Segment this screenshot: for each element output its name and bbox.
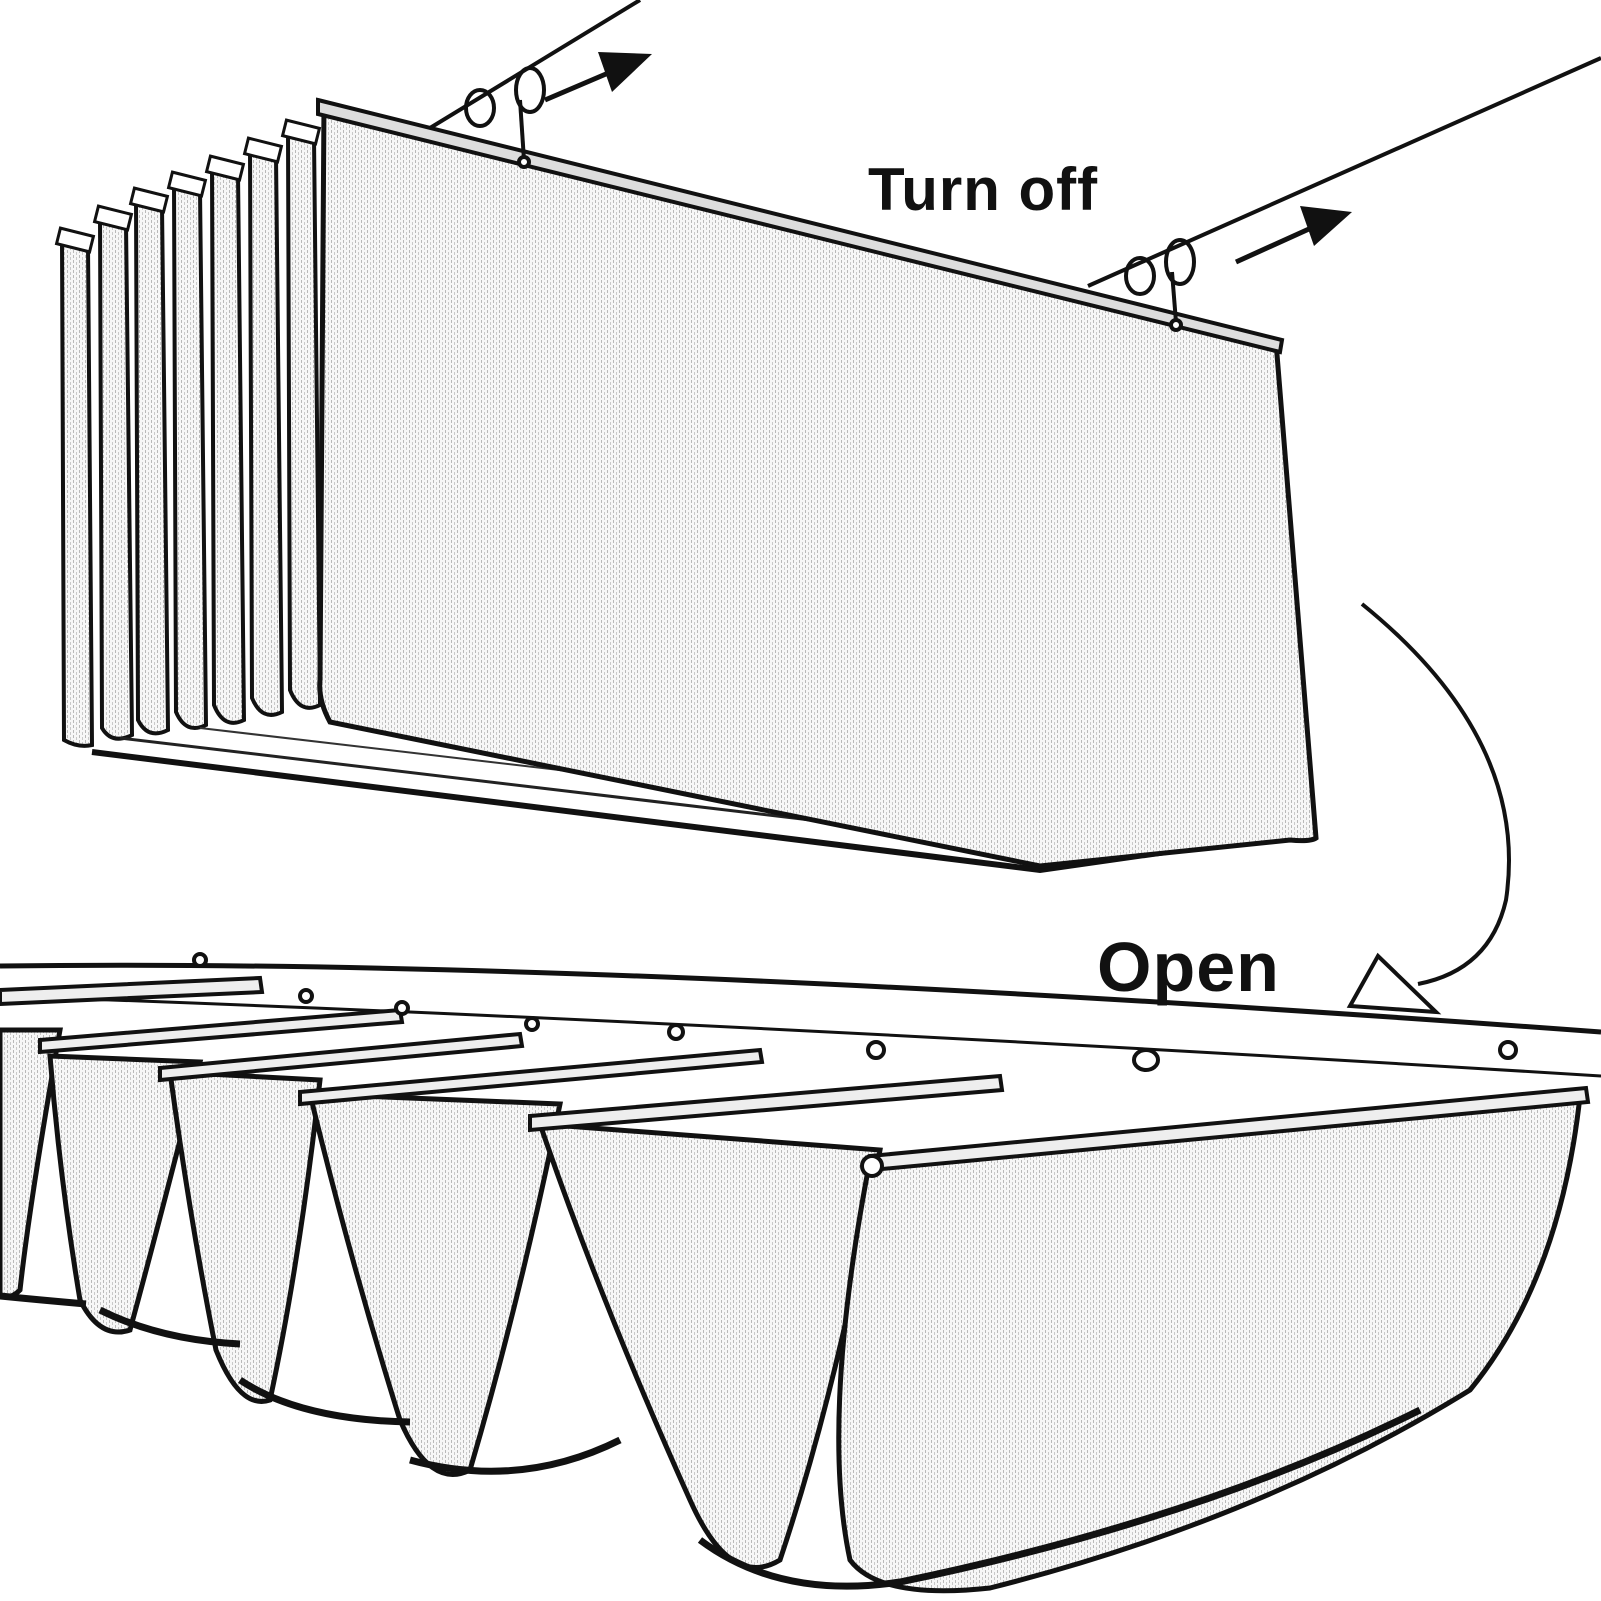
support-wire [0,994,1601,1078]
pull-arrow-icon [1234,206,1352,265]
closed-shade [54,0,1601,874]
hook-icon [1124,238,1196,332]
support-wire [1087,56,1601,288]
swag-panel [306,1091,564,1477]
hook-icon [192,952,1518,1178]
swag-bottom-edge [0,1292,1422,1590]
swag-panel [47,1053,204,1335]
rail-caps [54,118,322,254]
transition-arrow-icon [1346,602,1511,1015]
rails [0,975,1591,1173]
top-rail [316,97,1285,355]
pull-arrow-icon [544,52,652,103]
open-state-label: Open [1097,928,1280,1006]
closed-state-label: Turn off [868,156,1099,223]
open-shade [0,952,1601,1594]
swag-panel [167,1069,323,1404]
support-wire [0,962,1601,1035]
folded-panels [59,129,323,748]
hook-icon [464,66,546,169]
front-swag-panel [836,1093,1583,1594]
